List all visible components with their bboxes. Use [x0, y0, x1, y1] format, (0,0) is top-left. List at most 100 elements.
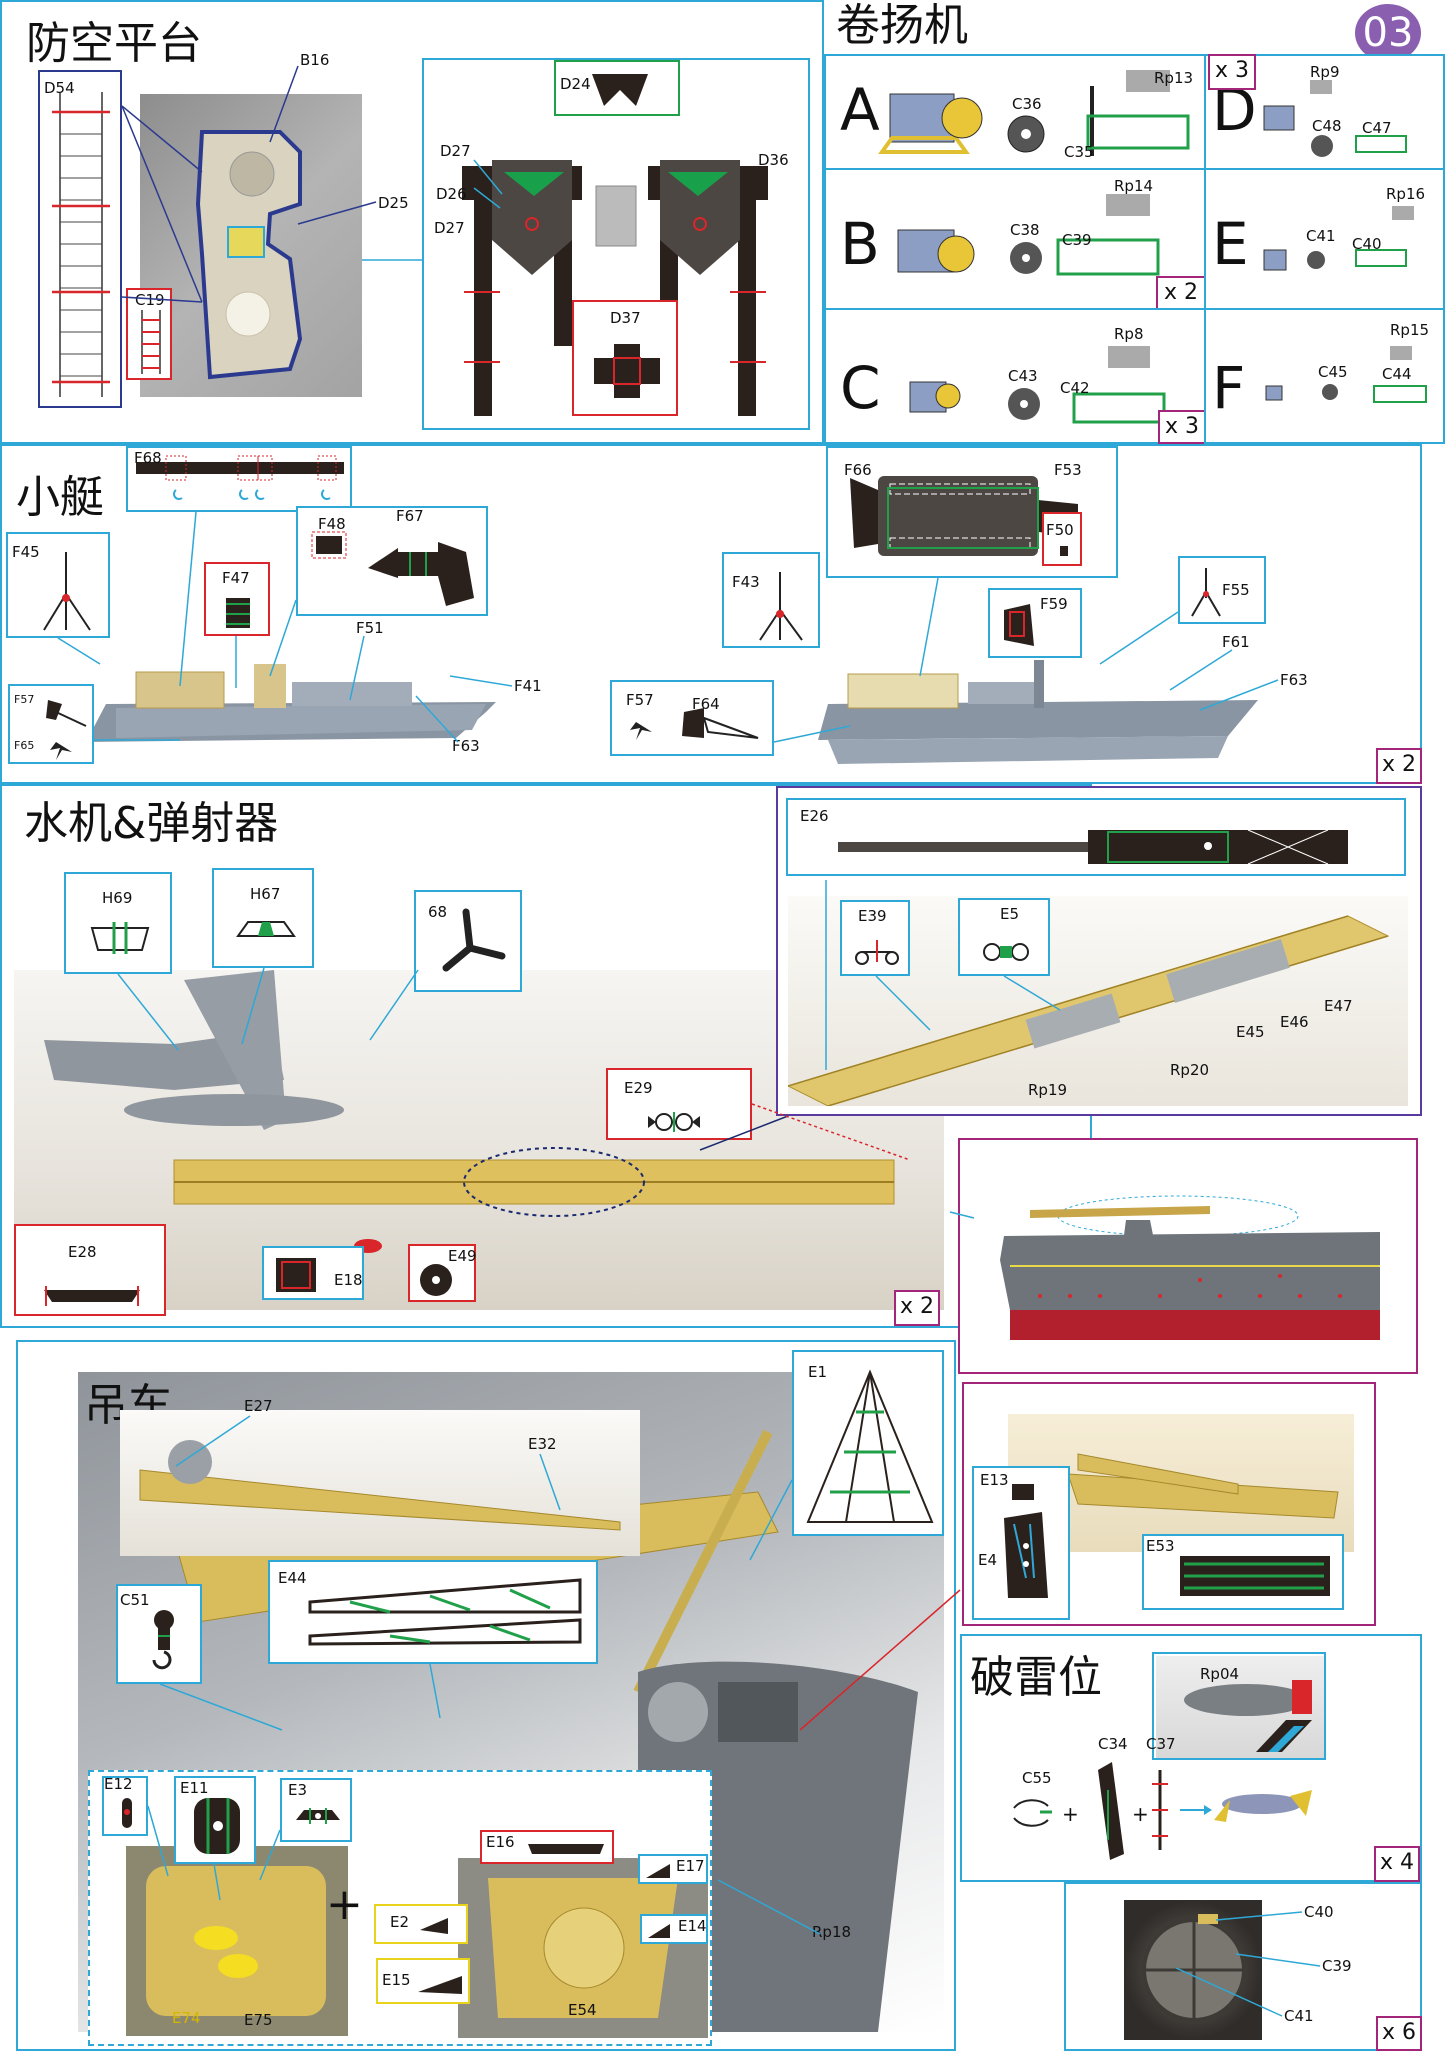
label-e32: E32 — [528, 1435, 557, 1453]
e16-part-box — [480, 1830, 614, 1864]
paravane-multiplier: x 4 — [1374, 1846, 1420, 1882]
detail-photo — [1124, 1900, 1262, 2040]
label-e1: E1 — [808, 1363, 828, 1381]
winch-row-c: C C43 C42 Rp8 x 3 — [824, 308, 1206, 444]
winch-c-part-1: C43 — [1008, 367, 1038, 385]
winch-f-part-1: C45 — [1318, 363, 1348, 381]
e49-part-box — [408, 1244, 476, 1302]
winch-c-part-2: C42 — [1060, 379, 1090, 397]
winch-e-part-3: Rp16 — [1386, 185, 1426, 203]
e28-part-box — [14, 1224, 166, 1316]
label-rp19: Rp19 — [1028, 1081, 1068, 1099]
e44-part-box — [268, 1560, 598, 1664]
label-f55: F55 — [1222, 581, 1250, 599]
label-c39-detail: C39 — [1322, 1957, 1352, 1975]
h67-part-box — [212, 868, 314, 968]
label-f57-right: F57 — [626, 691, 654, 709]
d36-diagram-box: D24 D37 — [422, 58, 810, 430]
winch-b-multiplier: x 2 — [1156, 276, 1206, 310]
label-rp04: Rp04 — [1200, 1665, 1240, 1683]
e53-part-box — [1142, 1534, 1344, 1610]
label-e3: E3 — [288, 1781, 308, 1799]
f57-f65-content — [8, 684, 94, 764]
seaplane-title: 水机&弹射器 — [24, 798, 279, 849]
winch-b-part-3: Rp14 — [1114, 177, 1154, 195]
seaplane-multiplier: x 2 — [894, 1290, 940, 1326]
winch-d-part-3: Rp9 — [1310, 63, 1340, 81]
label-f64: F64 — [692, 695, 720, 713]
f55-part-box — [1178, 556, 1266, 624]
label-f65: F65 — [14, 739, 35, 752]
label-f48: F48 — [318, 515, 346, 533]
h69-part-box — [64, 872, 172, 974]
crane-base-photo-right — [458, 1858, 708, 2038]
label-h69: H69 — [102, 889, 133, 907]
label-e46: E46 — [1280, 1013, 1309, 1031]
label-e45: E45 — [1236, 1023, 1265, 1041]
winch-c-part-3: Rp8 — [1114, 325, 1144, 343]
label-e5: E5 — [1000, 905, 1020, 923]
f68-part-box-content — [126, 446, 352, 512]
label-c51: C51 — [120, 1591, 150, 1609]
winch-row-a: A C36 C35 Rp13 — [824, 54, 1206, 170]
label-e27: E27 — [244, 1397, 273, 1415]
winch-letter-e: E — [1212, 210, 1249, 278]
f50-part-box — [1042, 512, 1082, 566]
winch-letter-b: B — [840, 210, 880, 278]
label-e13: E13 — [980, 1471, 1009, 1489]
label-e39: E39 — [858, 907, 887, 925]
boat-multiplier: x 2 — [1376, 748, 1422, 784]
e14-part-box — [640, 1914, 708, 1944]
winch-row-b: B C38 C39 Rp14 x 2 — [824, 168, 1206, 310]
aa-platform-photo — [140, 94, 362, 397]
aa-platform-title: 防空平台 — [26, 18, 202, 69]
rp04-photo-box — [1152, 1652, 1326, 1760]
label-f45: F45 — [12, 543, 40, 561]
e2-part-box — [374, 1904, 468, 1944]
label-e44: E44 — [278, 1569, 307, 1587]
page-number-badge: 03 — [1355, 4, 1421, 62]
label-f41: F41 — [514, 677, 542, 695]
e12-part-box — [102, 1776, 148, 1836]
d54-ladder-box — [38, 70, 122, 408]
label-f50: F50 — [1046, 521, 1074, 539]
e15-part-box — [376, 1958, 470, 2004]
winch-title: 卷扬机 — [836, 0, 968, 51]
winch-letter-d: D — [1212, 76, 1257, 144]
label-e49: E49 — [448, 1247, 477, 1265]
label-f67: F67 — [396, 507, 424, 525]
label-f51: F51 — [356, 619, 384, 637]
f59-part-box — [988, 588, 1082, 658]
winch-row-f: F C45 C44 Rp15 — [1204, 308, 1445, 444]
label-e28: E28 — [68, 1243, 97, 1261]
winch-row-d: D C48 C47 Rp9 — [1204, 54, 1445, 170]
label-f63: F63 — [452, 737, 480, 755]
label-c55: C55 — [1022, 1769, 1052, 1787]
label-e4: E4 — [978, 1551, 998, 1569]
label-f66: F66 — [844, 461, 872, 479]
label-e17: E17 — [676, 1857, 705, 1875]
label-f43: F43 — [732, 573, 760, 591]
label-c34: C34 — [1098, 1735, 1128, 1753]
winch-b-part-1: C38 — [1010, 221, 1040, 239]
winch-row-e: E C41 C40 Rp16 — [1204, 168, 1445, 310]
e5-part-box — [958, 898, 1050, 976]
paravane-title: 破雷位 — [970, 1652, 1102, 1703]
label-68: 68 — [428, 903, 448, 921]
winch-letter-f: F — [1212, 354, 1246, 422]
winch-d-part-1: C48 — [1312, 117, 1342, 135]
winch-a-part-1: C36 — [1012, 95, 1042, 113]
label-f68: F68 — [134, 449, 162, 467]
label-e53: E53 — [1146, 1537, 1175, 1555]
e17-part-box — [638, 1854, 708, 1884]
label-d27-lower: D27 — [434, 219, 465, 237]
d24-part-box — [554, 60, 680, 116]
e3-part-box — [280, 1778, 352, 1842]
d37-part-box — [572, 300, 678, 416]
label-d37: D37 — [610, 309, 641, 327]
label-f61: F61 — [1222, 633, 1250, 651]
label-e2: E2 — [390, 1913, 410, 1931]
winch-a-part-2: C35 — [1064, 143, 1094, 161]
label-d27-upper: D27 — [440, 142, 471, 160]
winch-f-part-3: Rp15 — [1390, 321, 1430, 339]
